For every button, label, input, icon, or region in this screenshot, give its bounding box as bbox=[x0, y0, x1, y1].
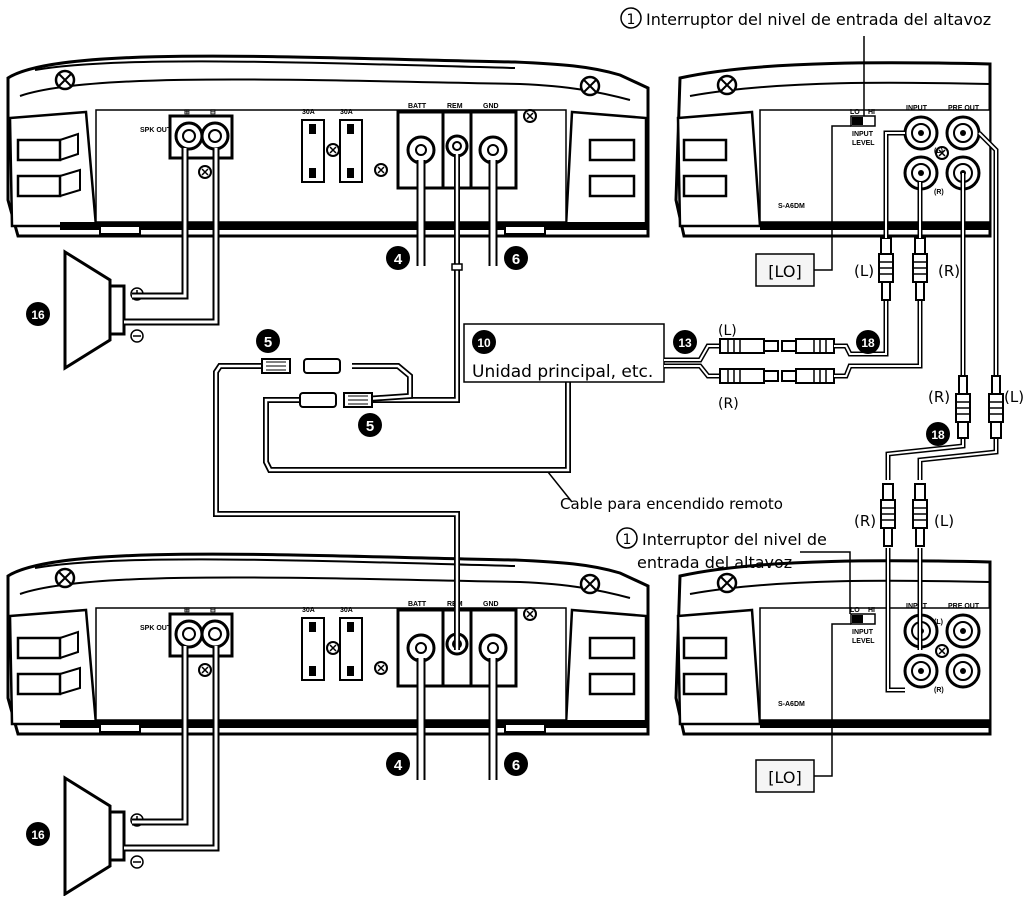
badge-rca-extension-2: 18 bbox=[926, 422, 950, 446]
head-unit-label: Unidad principal, etc. bbox=[472, 362, 653, 382]
lo-label: LO bbox=[850, 607, 860, 614]
svg-text:13: 13 bbox=[678, 336, 692, 350]
input-jack-label: INPUT bbox=[906, 105, 928, 112]
head-unit-box: Unidad principal, etc. bbox=[463, 323, 665, 383]
rca-plugs-top-input bbox=[878, 237, 928, 301]
svg-text:(R): (R) bbox=[854, 512, 876, 530]
badge-batt-wire-top: 4 bbox=[386, 246, 410, 270]
lo-box-bottom: [LO] bbox=[755, 759, 815, 793]
input-level-label-1: INPUT bbox=[852, 629, 874, 636]
hi-label: HI bbox=[868, 607, 875, 614]
spk-out-label: SPK OUT bbox=[140, 127, 172, 134]
plus-terminal-label: ⊞ bbox=[184, 109, 190, 116]
svg-text:(R): (R) bbox=[938, 262, 960, 280]
svg-text:[LO]: [LO] bbox=[768, 768, 801, 787]
svg-text:10: 10 bbox=[477, 336, 491, 350]
svg-text:[LO]: [LO] bbox=[768, 262, 801, 281]
model-label: S-A6DM bbox=[778, 701, 805, 708]
plus-terminal-label: ⊞ bbox=[184, 607, 190, 614]
circle-marker-top: 1 bbox=[620, 7, 642, 29]
lo-label: LO bbox=[850, 109, 860, 116]
svg-text:16: 16 bbox=[31, 828, 45, 842]
jack-l-label: (L) bbox=[934, 148, 943, 155]
svg-text:1: 1 bbox=[627, 12, 636, 28]
jack-r-label: (R) bbox=[934, 189, 944, 196]
lo-leaders bbox=[800, 36, 865, 777]
model-label: S-A6DM bbox=[778, 203, 805, 210]
spk-out-label: SPK OUT bbox=[140, 625, 172, 632]
badge-speaker-bottom: 16 bbox=[26, 822, 50, 846]
pre-out-label: PRE OUT bbox=[948, 603, 980, 610]
power-wires bbox=[416, 160, 498, 780]
input-jack-label: INPUT bbox=[906, 603, 928, 610]
svg-text:18: 18 bbox=[931, 428, 945, 442]
badge-gnd-wire-bottom: 6 bbox=[504, 752, 528, 776]
badge-rca-extension-1: 18 bbox=[856, 330, 880, 354]
side-panel-bottom: LO HI INPUT LEVEL INPUT PRE OUT (L) (R) … bbox=[674, 559, 992, 736]
remote-cable-label: Cable para encendido remoto bbox=[560, 495, 783, 513]
jack-r-label: (R) bbox=[934, 687, 944, 694]
batt-label: BATT bbox=[408, 601, 427, 608]
svg-text:(R): (R) bbox=[718, 396, 739, 412]
lo-box-top: [LO] bbox=[755, 253, 815, 287]
fuse-2-label: 30A bbox=[340, 109, 353, 116]
amplifier-bottom: ⊞ ⊟ SPK OUT 30A 30A BATT REM GND bbox=[6, 552, 650, 736]
badge-fuse-holder-2: 5 bbox=[358, 413, 382, 437]
svg-text:6: 6 bbox=[512, 251, 520, 268]
head-unit-rca-cables bbox=[664, 300, 923, 384]
hi-label: HI bbox=[868, 109, 875, 116]
rem-label: REM bbox=[447, 103, 463, 110]
svg-text:18: 18 bbox=[861, 336, 875, 350]
badge-batt-wire-bottom: 4 bbox=[386, 752, 410, 776]
svg-text:(L): (L) bbox=[718, 323, 737, 339]
input-level-label-2: LEVEL bbox=[852, 638, 875, 645]
gnd-label: GND bbox=[483, 103, 499, 110]
svg-text:(L): (L) bbox=[1004, 388, 1024, 406]
svg-text:(L): (L) bbox=[854, 262, 874, 280]
channel-labels: (L) (R) (L) (R) (R) (L) (R) (L) bbox=[718, 262, 1024, 530]
badge-gnd-wire-top: 6 bbox=[504, 246, 528, 270]
batt-label: BATT bbox=[408, 103, 427, 110]
svg-text:16: 16 bbox=[31, 308, 45, 322]
badge-rca-cable-head: 13 bbox=[673, 330, 697, 354]
input-level-label-1: INPUT bbox=[852, 131, 874, 138]
svg-text:(L): (L) bbox=[934, 512, 954, 530]
svg-text:4: 4 bbox=[394, 757, 403, 774]
gnd-label: GND bbox=[483, 601, 499, 608]
minus-terminal-label: ⊟ bbox=[210, 607, 216, 614]
badge-speaker-top: 16 bbox=[26, 302, 50, 326]
svg-text:5: 5 bbox=[264, 334, 272, 351]
amplifier-top: ⊞ ⊟ SPK OUT 30A 30A BATT REM GND bbox=[6, 54, 650, 238]
badge-fuse-holder-1: 5 bbox=[256, 329, 280, 353]
input-level-label-2: LEVEL bbox=[852, 140, 875, 147]
minus-terminal-label: ⊟ bbox=[210, 109, 216, 116]
pre-out-label: PRE OUT bbox=[948, 105, 980, 112]
speaker-input-level-switch-label-bottom-2: entrada del altavoz bbox=[637, 553, 792, 572]
fuse-2-label: 30A bbox=[340, 607, 353, 614]
speaker-bottom bbox=[63, 776, 145, 896]
svg-text:5: 5 bbox=[366, 418, 374, 435]
speaker-input-level-switch-label-top: Interruptor del nivel de entrada del alt… bbox=[646, 10, 991, 29]
fuse-1-label: 30A bbox=[302, 607, 315, 614]
fuse-1-label: 30A bbox=[302, 109, 315, 116]
badge-head-unit: 10 bbox=[472, 330, 496, 354]
remote-wires bbox=[213, 154, 573, 650]
speaker-input-level-switch-label-bottom-1: Interruptor del nivel de bbox=[642, 530, 827, 549]
svg-text:4: 4 bbox=[394, 251, 403, 268]
jack-l-label: (L) bbox=[934, 619, 943, 626]
svg-text:(R): (R) bbox=[928, 388, 950, 406]
rca-wires-top-input bbox=[883, 130, 923, 238]
speaker-wires bbox=[124, 148, 220, 852]
circle-marker-bottom: 1 bbox=[616, 527, 638, 549]
svg-text:1: 1 bbox=[623, 532, 632, 548]
remote-connectors bbox=[261, 358, 373, 408]
side-panel-top: LO HI INPUT LEVEL INPUT PRE OUT (L) (R) … bbox=[674, 61, 992, 238]
speaker-top bbox=[63, 250, 145, 370]
svg-text:6: 6 bbox=[512, 757, 520, 774]
